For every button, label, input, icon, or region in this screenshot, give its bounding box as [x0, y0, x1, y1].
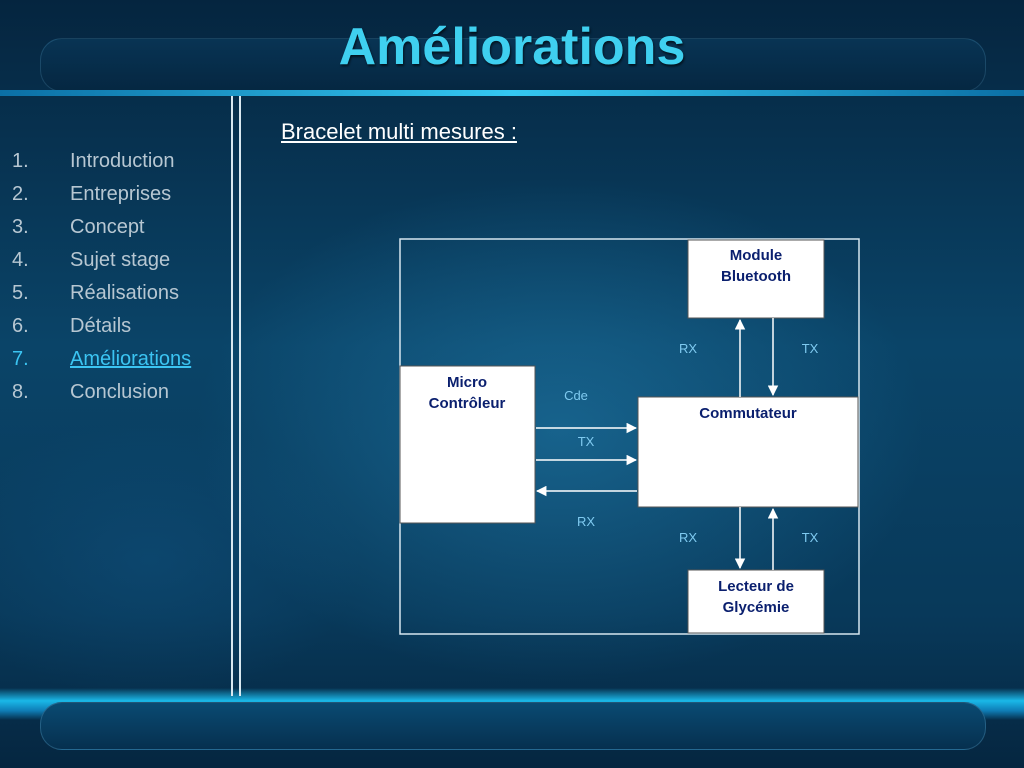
- tx-bluetooth-signal-label: TX: [802, 341, 819, 356]
- slide-title: Améliorations: [338, 18, 686, 76]
- nav-number: 1.: [12, 150, 29, 172]
- nav-item-entreprises[interactable]: 2. Entreprises: [12, 181, 191, 214]
- bluetooth-module-block: [687, 239, 825, 319]
- nav-number: 6.: [12, 315, 29, 337]
- sidebar-divider: [231, 96, 243, 696]
- nav-label: Détails: [70, 315, 132, 337]
- title-panel: [40, 38, 986, 92]
- tx-lecteur-signal-label: TX: [802, 530, 819, 545]
- nav-label: Concept: [70, 216, 145, 238]
- nav-number: 2.: [12, 183, 29, 205]
- rx-bluetooth-signal-label: RX: [679, 341, 697, 356]
- lecteur-block-label-line1: Lecteur de: [718, 578, 794, 595]
- nav-number: 7.: [12, 348, 29, 370]
- nav-number: 4.: [12, 249, 29, 271]
- nav-label: Conclusion: [70, 381, 169, 403]
- rx-lecteur-signal-label: RX: [679, 530, 697, 545]
- nav-item-details[interactable]: 6. Détails: [12, 313, 191, 346]
- commutateur-block: [637, 396, 859, 508]
- cde-signal-label: Cde: [564, 388, 588, 403]
- bluetooth-block-label-line2: Bluetooth: [721, 268, 791, 285]
- footer-panel: [40, 702, 986, 750]
- bluetooth-block-label-line1: Module: [730, 247, 783, 264]
- microcontroller-block: [399, 365, 536, 524]
- commutateur-block-label: Commutateur: [699, 405, 797, 422]
- nav-item-ameliorations[interactable]: 7. Améliorations: [12, 346, 191, 379]
- tx-micro-signal-label: TX: [578, 434, 595, 449]
- nav-number: 8.: [12, 381, 29, 403]
- nav-item-sujet-stage[interactable]: 4. Sujet stage: [12, 247, 191, 280]
- title-divider: [0, 90, 1024, 96]
- nav-item-concept[interactable]: 3. Concept: [12, 214, 191, 247]
- rx-micro-signal-label: RX: [577, 514, 595, 529]
- nav-item-realisations[interactable]: 5. Réalisations: [12, 280, 191, 313]
- micro-block-label-line2: Contrôleur: [429, 395, 506, 412]
- nav-label: Améliorations: [70, 348, 192, 370]
- lecteur-glycemie-block: [687, 569, 825, 634]
- micro-block-label-line1: Micro: [447, 374, 487, 391]
- nav-item-introduction[interactable]: 1. Introduction: [12, 148, 191, 181]
- nav-label: Sujet stage: [70, 249, 171, 271]
- outline-nav: 1. Introduction 2. Entreprises 3. Concept 4…: [12, 148, 191, 412]
- nav-number: 3.: [12, 216, 29, 238]
- nav-label: Entreprises: [70, 183, 172, 205]
- lecteur-block-label-line2: Glycémie: [723, 599, 790, 616]
- nav-item-conclusion[interactable]: 8. Conclusion: [12, 379, 191, 412]
- nav-number: 5.: [12, 282, 29, 304]
- section-subtitle: Bracelet multi mesures :: [281, 119, 517, 144]
- nav-label: Réalisations: [70, 282, 179, 304]
- nav-label: Introduction: [70, 150, 175, 172]
